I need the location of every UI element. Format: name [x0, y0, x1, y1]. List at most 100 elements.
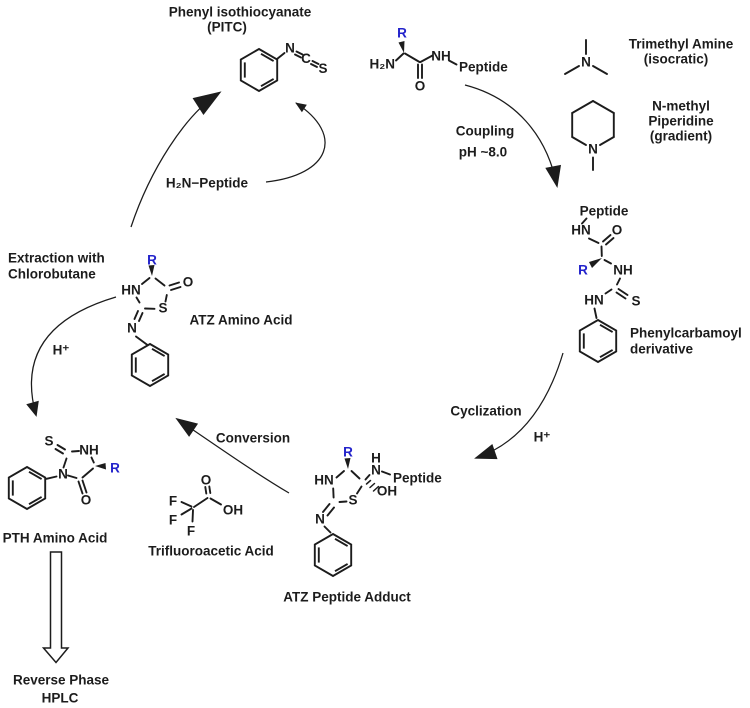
substrate-h2n: H₂N	[370, 57, 396, 72]
substrate-bonds	[395, 52, 458, 79]
extraction-label2: Chlorobutane	[8, 267, 96, 282]
atz-aa-n: N	[127, 321, 137, 336]
tfa-label: Trifluoroacetic Acid	[148, 544, 274, 559]
hollow-down-arrow	[41, 551, 70, 664]
trimethylamine-structure: N Trimethyl Amine (isocratic)	[564, 37, 734, 75]
piperidine-name1: N-methyl	[652, 99, 710, 114]
phenylcarbamoyl-structure: Peptide HN O R NH HN S Phenylcarbamoyl d…	[571, 204, 742, 363]
piperidine-atom-n: N	[588, 142, 598, 157]
pth-r-group: R	[110, 461, 120, 476]
cyclization-h-label: H⁺	[534, 430, 551, 445]
hplc-label2: HPLC	[42, 691, 79, 706]
piperidine-bonds	[571, 100, 615, 171]
pcd-o: O	[612, 223, 623, 238]
atz-aa-o: O	[183, 275, 194, 290]
adduct-s: S	[348, 493, 357, 508]
adduct-bonds	[322, 470, 391, 534]
adduct-r-group: R	[343, 445, 353, 460]
conversion-arrow: Conversion	[175, 417, 290, 494]
cyclization-arrow: Cyclization H⁺	[450, 352, 564, 460]
coupling-arrow: Coupling pH ~8.0	[456, 84, 561, 188]
pcd-hn-bottom: HN	[584, 293, 604, 308]
tfa-f1: F	[169, 494, 177, 509]
pitc-title: Phenyl isothiocyanate	[169, 5, 312, 20]
atz-peptide-adduct-structure: R HN H N Peptide OH S N ATZ Peptide Addu…	[283, 445, 442, 605]
pcd-label1: Phenylcarbamoyl	[630, 326, 742, 341]
extraction-arrow: Extraction with Chlorobutane H⁺	[8, 251, 117, 417]
pth-bonds	[45, 444, 95, 495]
pcd-wedge-bond	[589, 258, 602, 268]
peptide-return-arrow: H₂N−Peptide	[166, 102, 326, 191]
pitc-atom-c: C	[301, 51, 311, 66]
substrate-o: O	[415, 79, 426, 94]
atz-aa-hn: HN	[121, 283, 141, 298]
atz-aa-s: S	[158, 301, 167, 316]
pth-amino-acid-structure: S NH R O N PTH Amino Acid	[3, 434, 121, 546]
tfa-f3: F	[187, 524, 195, 539]
pitc-bonds	[276, 50, 320, 68]
pth-nh: NH	[79, 443, 99, 458]
adduct-benzene-ring	[313, 533, 353, 577]
extraction-label1: Extraction with	[8, 251, 105, 266]
substrate-peptide-structure: H₂N R O NH Peptide	[370, 26, 509, 94]
coupling-ph-label: pH ~8.0	[459, 145, 507, 160]
pitc-atom-n: N	[285, 41, 295, 56]
recycle-arrow	[130, 91, 222, 228]
conversion-label: Conversion	[216, 431, 290, 446]
adduct-n: N	[371, 463, 381, 478]
hplc-label1: Reverse Phase	[13, 673, 110, 688]
pth-label: PTH Amino Acid	[3, 531, 108, 546]
pcd-benzene-ring	[578, 319, 618, 363]
atz-aa-label: ATZ Amino Acid	[190, 313, 293, 328]
tma-bonds	[564, 39, 608, 75]
pitc-atom-s: S	[318, 61, 327, 76]
pth-n: N	[58, 467, 68, 482]
tfa-bonds	[180, 485, 222, 523]
tma-mode: (isocratic)	[644, 52, 709, 67]
adduct-h: H	[371, 451, 381, 466]
pcd-label2: derivative	[630, 342, 694, 357]
tfa-o: O	[201, 473, 212, 488]
atz-aa-r-group: R	[147, 253, 157, 268]
adduct-label: ATZ Peptide Adduct	[283, 590, 411, 605]
substrate-r-group: R	[397, 26, 407, 41]
pth-s: S	[44, 434, 53, 449]
pth-benzene-ring	[7, 466, 47, 510]
piperidine-name2: Piperidine	[648, 114, 714, 129]
pth-o: O	[81, 493, 92, 508]
pth-wedge-bond	[95, 463, 106, 470]
adduct-hn: HN	[314, 473, 334, 488]
piperidine-structure: N N-methyl Piperidine (gradient)	[571, 99, 714, 171]
cyclization-label: Cyclization	[450, 404, 521, 419]
pitc-benzene-ring	[239, 48, 279, 92]
substrate-peptide-label: Peptide	[459, 60, 508, 75]
coupling-label: Coupling	[456, 124, 514, 139]
pitc-structure: Phenyl isothiocyanate (PITC) N C S	[169, 5, 328, 92]
substrate-wedge-bond	[398, 41, 405, 53]
atz-aa-benzene-ring	[130, 343, 170, 387]
pcd-s: S	[631, 294, 640, 309]
atz-aa-wedge-bond	[148, 265, 155, 276]
hplc-arrow: Reverse Phase HPLC	[13, 551, 110, 706]
substrate-nh: NH	[431, 49, 451, 64]
atz-amino-acid-structure: R HN O S N ATZ Amino Acid	[121, 253, 293, 387]
pcd-nh: NH	[613, 263, 633, 278]
pcd-peptide-label: Peptide	[580, 204, 629, 219]
tma-atom-n: N	[581, 55, 591, 70]
tfa-f2: F	[169, 513, 177, 528]
pcd-r-group: R	[578, 263, 588, 278]
pcd-hn-top: HN	[571, 223, 591, 238]
tfa-oh: OH	[223, 503, 243, 518]
atz-aa-bonds	[133, 277, 182, 346]
adduct-oh: OH	[377, 484, 397, 499]
adduct-n-exo: N	[315, 512, 325, 527]
recycle-peptide-label: H₂N−Peptide	[166, 176, 249, 191]
adduct-wedge-bond	[344, 458, 351, 469]
pitc-subtitle: (PITC)	[207, 20, 247, 35]
adduct-peptide-label: Peptide	[393, 471, 442, 486]
tma-name: Trimethyl Amine	[629, 37, 734, 52]
piperidine-mode: (gradient)	[650, 129, 712, 144]
pcd-bonds	[581, 217, 629, 319]
